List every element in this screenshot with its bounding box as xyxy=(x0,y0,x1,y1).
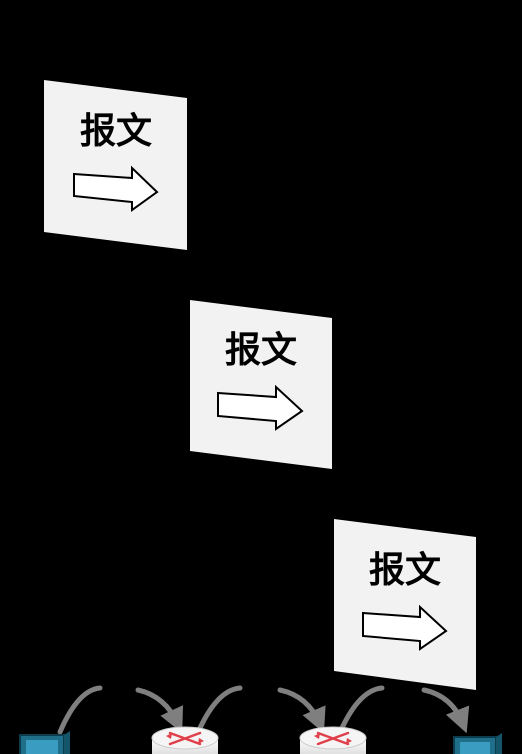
card-panel xyxy=(190,300,332,469)
router-icon xyxy=(299,726,367,754)
packet-card-2: 报文 xyxy=(190,300,332,469)
computer-icon xyxy=(19,731,70,754)
packet-card-3: 报文 xyxy=(334,519,476,690)
right-arrow-icon xyxy=(73,165,159,212)
host-right xyxy=(453,733,502,754)
card-label: 报文 xyxy=(225,330,297,371)
card-panel xyxy=(44,80,187,250)
packet-card-1: 报文 xyxy=(44,80,187,250)
hop-arrow xyxy=(421,687,470,734)
card-label: 报文 xyxy=(80,111,152,152)
right-arrow-icon xyxy=(217,384,304,431)
computer-icon xyxy=(453,733,502,754)
card-label: 报文 xyxy=(369,550,441,591)
hop-arrow xyxy=(339,685,385,731)
hop-arrow xyxy=(277,687,326,734)
card-panel xyxy=(334,519,476,690)
host-left xyxy=(19,731,70,754)
router-2 xyxy=(299,726,367,754)
router-icon xyxy=(151,726,219,754)
hop-arrow xyxy=(135,687,184,734)
right-arrow-icon xyxy=(362,604,448,651)
hop-arrow xyxy=(197,685,243,731)
hop-arrows xyxy=(57,685,470,735)
hop-arrow xyxy=(57,685,103,735)
router-1 xyxy=(151,726,219,754)
